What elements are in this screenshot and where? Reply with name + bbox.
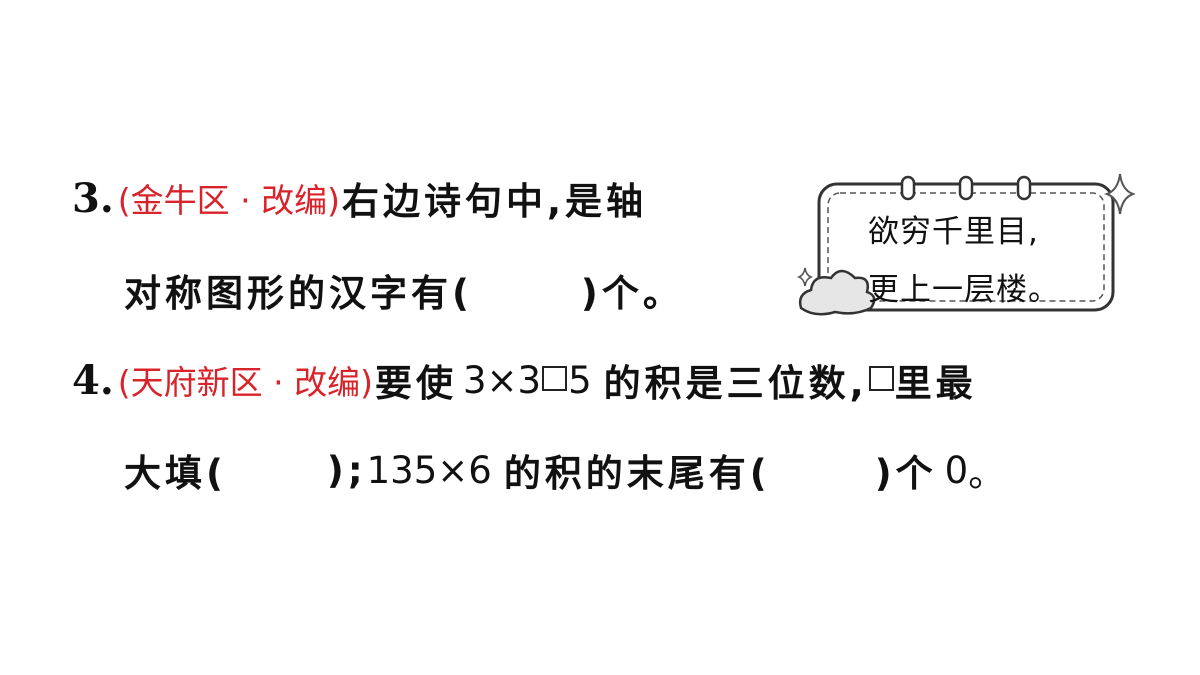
q4-expression-1b: 5 <box>568 358 592 402</box>
ring-icon <box>900 175 916 201</box>
q4-text-2d: )个 <box>874 452 937 495</box>
binder-rings <box>900 175 1032 201</box>
q4-digit-box <box>542 365 568 391</box>
q4-source: (天府新区 · 改编) <box>117 363 373 402</box>
cloud-icon <box>798 269 876 316</box>
q4-line-2: 大填( ); 135×6 的积的末尾有( )个 0 。 <box>124 440 1009 500</box>
q3-line-2: 对称图形的汉字有( )个。 <box>124 260 684 320</box>
sparkle-icon <box>1104 173 1135 215</box>
q3-number: 3. <box>72 174 114 222</box>
q4-text-1a: 要使 <box>374 362 457 405</box>
sparkle-icon <box>796 267 814 287</box>
q4-text-1c: 里最 <box>894 362 977 405</box>
q3-text-2: 对称图形的汉字有( <box>124 272 473 315</box>
q4-zero: 0 <box>944 448 969 492</box>
q4-digit-box-ref <box>868 365 894 391</box>
q3-text-2-tail: )个。 <box>580 272 684 315</box>
q4-text-2b: ); <box>326 448 367 492</box>
q4-expression-1a: 3×3 <box>462 358 542 402</box>
poem-line-1: 欲穷千里目, <box>868 214 1039 250</box>
q4-text-2a: 大填( <box>124 452 227 495</box>
q4-period: 。 <box>968 452 1010 495</box>
q4-expression-2: 135×6 <box>366 448 492 492</box>
q4-text-2c: 的积的末尾有( <box>503 452 771 495</box>
q4-line-1: 4. (天府新区 · 改编) 要使 3×3 5 的积是三位数, 里最 <box>72 350 977 410</box>
q3-text-1: 右边诗句中,是轴 <box>341 180 648 223</box>
ring-icon <box>958 175 974 201</box>
ring-icon <box>1016 175 1032 201</box>
poem-line-2: 更上一层楼。 <box>868 272 1060 308</box>
q4-text-1b: 的积是三位数, <box>603 362 868 405</box>
poem-frame <box>796 173 1135 316</box>
q3-line-1: 3. (金牛区 · 改编) 右边诗句中,是轴 <box>72 168 647 228</box>
q3-source: (金牛区 · 改编) <box>117 181 340 220</box>
q4-number: 4. <box>72 356 114 404</box>
